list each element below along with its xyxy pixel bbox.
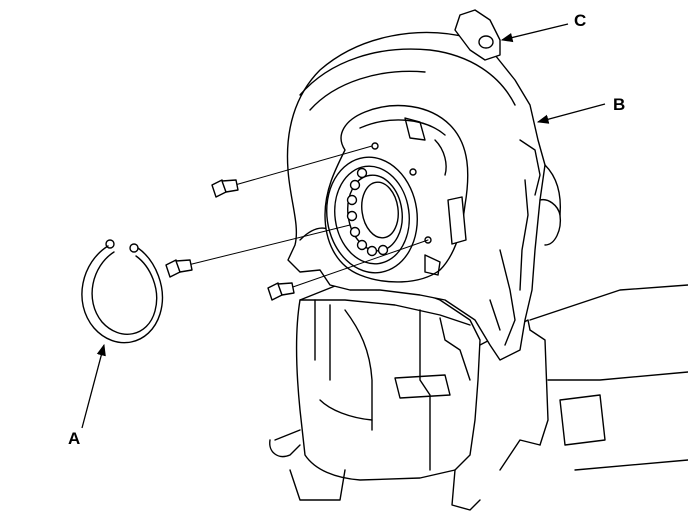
mounting-bolts: [165, 145, 429, 301]
mounting-tab: [454, 9, 501, 61]
bearing-balls: [346, 167, 389, 257]
leader-b: [536, 103, 606, 124]
wheel-bearing: [326, 156, 418, 274]
leader-a: [81, 343, 106, 429]
bolt-middle: [165, 259, 193, 278]
callout-label-c: C: [574, 11, 586, 30]
callout-leaders: [81, 23, 606, 429]
leader-c: [500, 23, 569, 43]
snap-ring: [81, 239, 164, 344]
callout-label-a: A: [68, 429, 80, 448]
bolt-lower: [267, 282, 295, 301]
callout-label-b: B: [613, 95, 625, 114]
bolt-upper: [211, 179, 239, 198]
